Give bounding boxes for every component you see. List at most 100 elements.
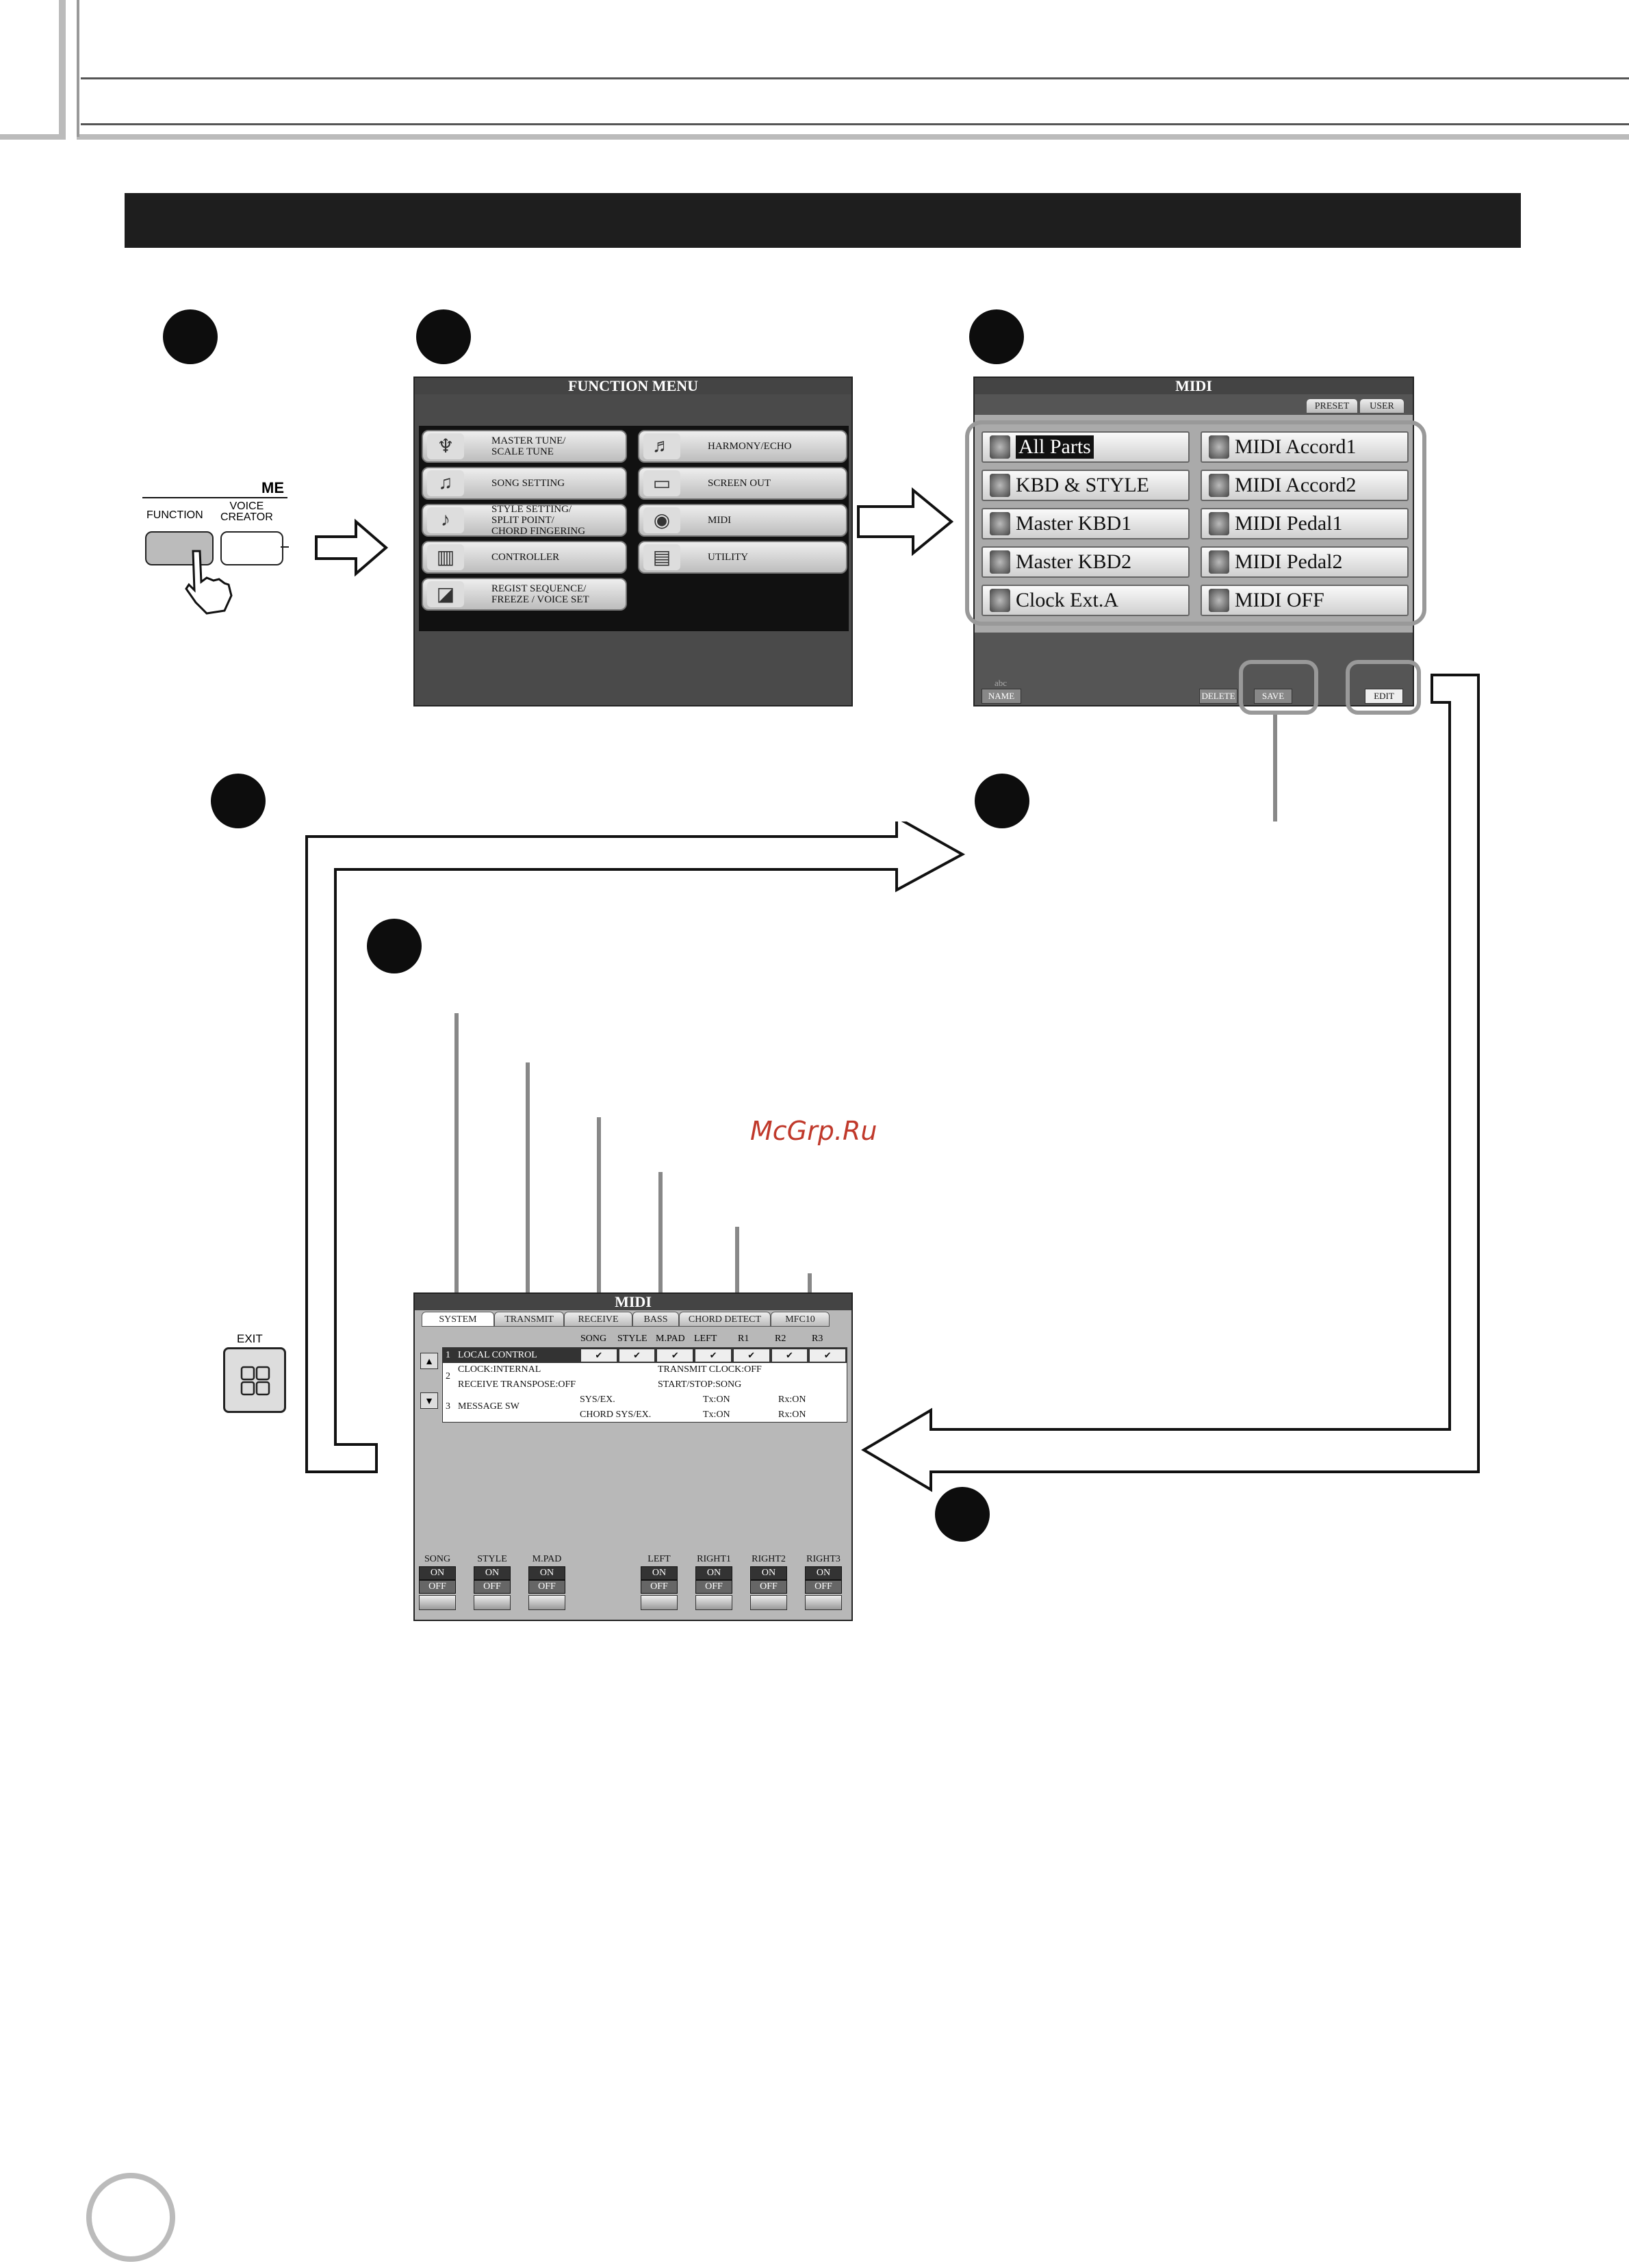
voice-creator-button[interactable] (220, 531, 283, 565)
chord-sysex-label: CHORD SYS/EX. (580, 1410, 652, 1420)
midi-preset-icon (1209, 435, 1229, 459)
sysex-label: SYS/EX. (580, 1394, 615, 1405)
local-control-checks[interactable]: ✔ ✔ ✔ ✔ ✔ ✔ ✔ (581, 1349, 846, 1362)
tab-transmit[interactable]: TRANSMIT (494, 1312, 564, 1327)
sysex-tx[interactable]: Tx:ON (703, 1394, 730, 1405)
pressing-hand-icon (185, 550, 233, 615)
menu-item-style-setting[interactable]: ♪ STYLE SETTING/ SPLIT POINT/ CHORD FING… (422, 504, 627, 537)
tab-bass[interactable]: BASS (632, 1312, 679, 1327)
clock-setting[interactable]: CLOCK:INTERNAL (458, 1364, 541, 1375)
tab-mfc10[interactable]: MFC10 (771, 1312, 830, 1327)
preset-master-kbd1[interactable]: Master KBD1 (982, 508, 1190, 539)
midi-preset-icon (1209, 589, 1229, 612)
preset-all-parts[interactable]: All Parts (982, 431, 1190, 463)
menu-item-controller[interactable]: ▥ CONTROLLER (422, 541, 627, 574)
system-settings-table: 1 LOCAL CONTROL ✔ ✔ ✔ ✔ ✔ ✔ ✔ 2 CLOCK:IN… (442, 1347, 847, 1423)
row3-number: 3 (446, 1401, 450, 1412)
receive-transpose-setting[interactable]: RECEIVE TRANSPOSE:OFF (458, 1379, 576, 1390)
local-control-label: LOCAL CONTROL (458, 1350, 537, 1360)
midi-preset-icon (990, 589, 1010, 612)
right2-onoff-control[interactable]: RIGHT2 ON OFF (750, 1554, 787, 1610)
step-circle-1 (163, 309, 218, 364)
menu-item-midi[interactable]: ◉ MIDI (638, 504, 847, 537)
menu-item-regist-sequence[interactable]: ◪ REGIST SEQUENCE/ FREEZE / VOICE SET (422, 578, 627, 611)
save-button[interactable]: SAVE (1254, 689, 1292, 704)
right3-onoff-control[interactable]: RIGHT3 ON OFF (805, 1554, 842, 1610)
callout-line-bass (658, 1172, 663, 1316)
tab-preset[interactable]: PRESET (1306, 398, 1358, 413)
chord-sysex-rx[interactable]: Rx:ON (778, 1410, 806, 1420)
preset-midi-off[interactable]: MIDI OFF (1201, 585, 1409, 616)
sysex-rx[interactable]: Rx:ON (778, 1394, 806, 1405)
preset-midi-pedal1[interactable]: MIDI Pedal1 (1201, 508, 1409, 539)
tuning-fork-icon: ♆ (427, 433, 464, 459)
function-label: FUNCTION (146, 509, 203, 521)
watermark: McGrp.Ru (750, 1116, 877, 1146)
step-circle-4 (211, 774, 266, 828)
scroll-up-button[interactable]: ▲ (420, 1353, 438, 1369)
style-onoff-control[interactable]: STYLE ON OFF (474, 1554, 511, 1610)
function-menu-screen: FUNCTION MENU ♆ MASTER TUNE/ SCALE TUNE … (413, 377, 853, 706)
page-frame-corner (0, 134, 66, 140)
mpad-onoff-control[interactable]: M.PAD ON OFF (528, 1554, 565, 1610)
exit-button[interactable] (223, 1347, 286, 1413)
section-heading-bar (125, 193, 1521, 248)
menu-item-screen-out[interactable]: ▭ SCREEN OUT (638, 467, 847, 500)
tab-system[interactable]: SYSTEM (422, 1312, 494, 1327)
callout-line-chord-detect (735, 1227, 739, 1316)
col-r1: R1 (738, 1334, 749, 1344)
preset-master-kbd2[interactable]: Master KBD2 (982, 546, 1190, 578)
arrow-right-1 (315, 518, 389, 577)
preset-midi-accord1[interactable]: MIDI Accord1 (1201, 431, 1409, 463)
message-sw-label: MESSAGE SW (458, 1401, 520, 1412)
transmit-clock-setting[interactable]: TRANSMIT CLOCK:OFF (658, 1364, 762, 1375)
screen-icon: ▭ (643, 470, 680, 496)
preset-clock-ext-a[interactable]: Clock Ext.A (982, 585, 1190, 616)
midi-preset-icon (990, 512, 1010, 535)
tab-user[interactable]: USER (1359, 398, 1404, 413)
step-circle-5 (975, 774, 1029, 828)
col-song: SONG (580, 1334, 607, 1344)
midi-system-title: MIDI (415, 1294, 851, 1310)
menu-item-master-tune[interactable]: ♆ MASTER TUNE/ SCALE TUNE (422, 430, 627, 463)
updown-arrow-icon (695, 1595, 732, 1610)
harmony-icon: ♬ (643, 433, 680, 459)
song-onoff-control[interactable]: SONG ON OFF (419, 1554, 456, 1610)
header-rule-shadow (77, 134, 1629, 140)
preset-highlight-ring (965, 420, 1426, 626)
preset-midi-pedal2[interactable]: MIDI Pedal2 (1201, 546, 1409, 578)
name-button[interactable]: NAME (982, 689, 1021, 704)
left-onoff-control[interactable]: LEFT ON OFF (641, 1554, 678, 1610)
registration-icon: ◪ (427, 581, 464, 607)
start-stop-setting[interactable]: START/STOP:SONG (658, 1379, 742, 1390)
scroll-down-button[interactable]: ▼ (420, 1392, 438, 1409)
preset-kbd-style[interactable]: KBD & STYLE (982, 470, 1190, 501)
menu-item-song-setting[interactable]: ♫ SONG SETTING (422, 467, 627, 500)
preset-midi-accord2[interactable]: MIDI Accord2 (1201, 470, 1409, 501)
step-circle-3 (969, 309, 1024, 364)
music-note-icon: ♫ (427, 470, 464, 496)
panel-right-line (281, 546, 289, 548)
page-frame-left (59, 0, 66, 137)
step-circle-2 (416, 309, 471, 364)
step-circle-6 (367, 919, 422, 973)
right1-onoff-control[interactable]: RIGHT1 ON OFF (695, 1554, 732, 1610)
tab-chord-detect[interactable]: CHORD DETECT (679, 1312, 771, 1327)
updown-arrow-icon (419, 1595, 456, 1610)
col-mpad: M.PAD (656, 1334, 685, 1344)
col-r2: R2 (775, 1334, 786, 1344)
updown-arrow-icon (805, 1595, 842, 1610)
chord-sysex-tx[interactable]: Tx:ON (703, 1410, 730, 1420)
page-number-badge (86, 2173, 175, 2262)
save-highlight-ring (1239, 660, 1318, 715)
exit-flow-arrow (305, 821, 966, 1473)
menu-item-harmony-echo[interactable]: ♬ HARMONY/ECHO (638, 430, 847, 463)
header-rule-top (81, 77, 1629, 79)
midi-preset-icon (1209, 474, 1229, 497)
tab-receive[interactable]: RECEIVE (564, 1312, 632, 1327)
function-button[interactable] (145, 531, 214, 565)
col-left: LEFT (694, 1334, 717, 1344)
menu-item-utility[interactable]: ▤ UTILITY (638, 541, 847, 574)
edit-button[interactable]: EDIT (1365, 689, 1403, 704)
delete-button[interactable]: DELETE (1199, 689, 1237, 704)
